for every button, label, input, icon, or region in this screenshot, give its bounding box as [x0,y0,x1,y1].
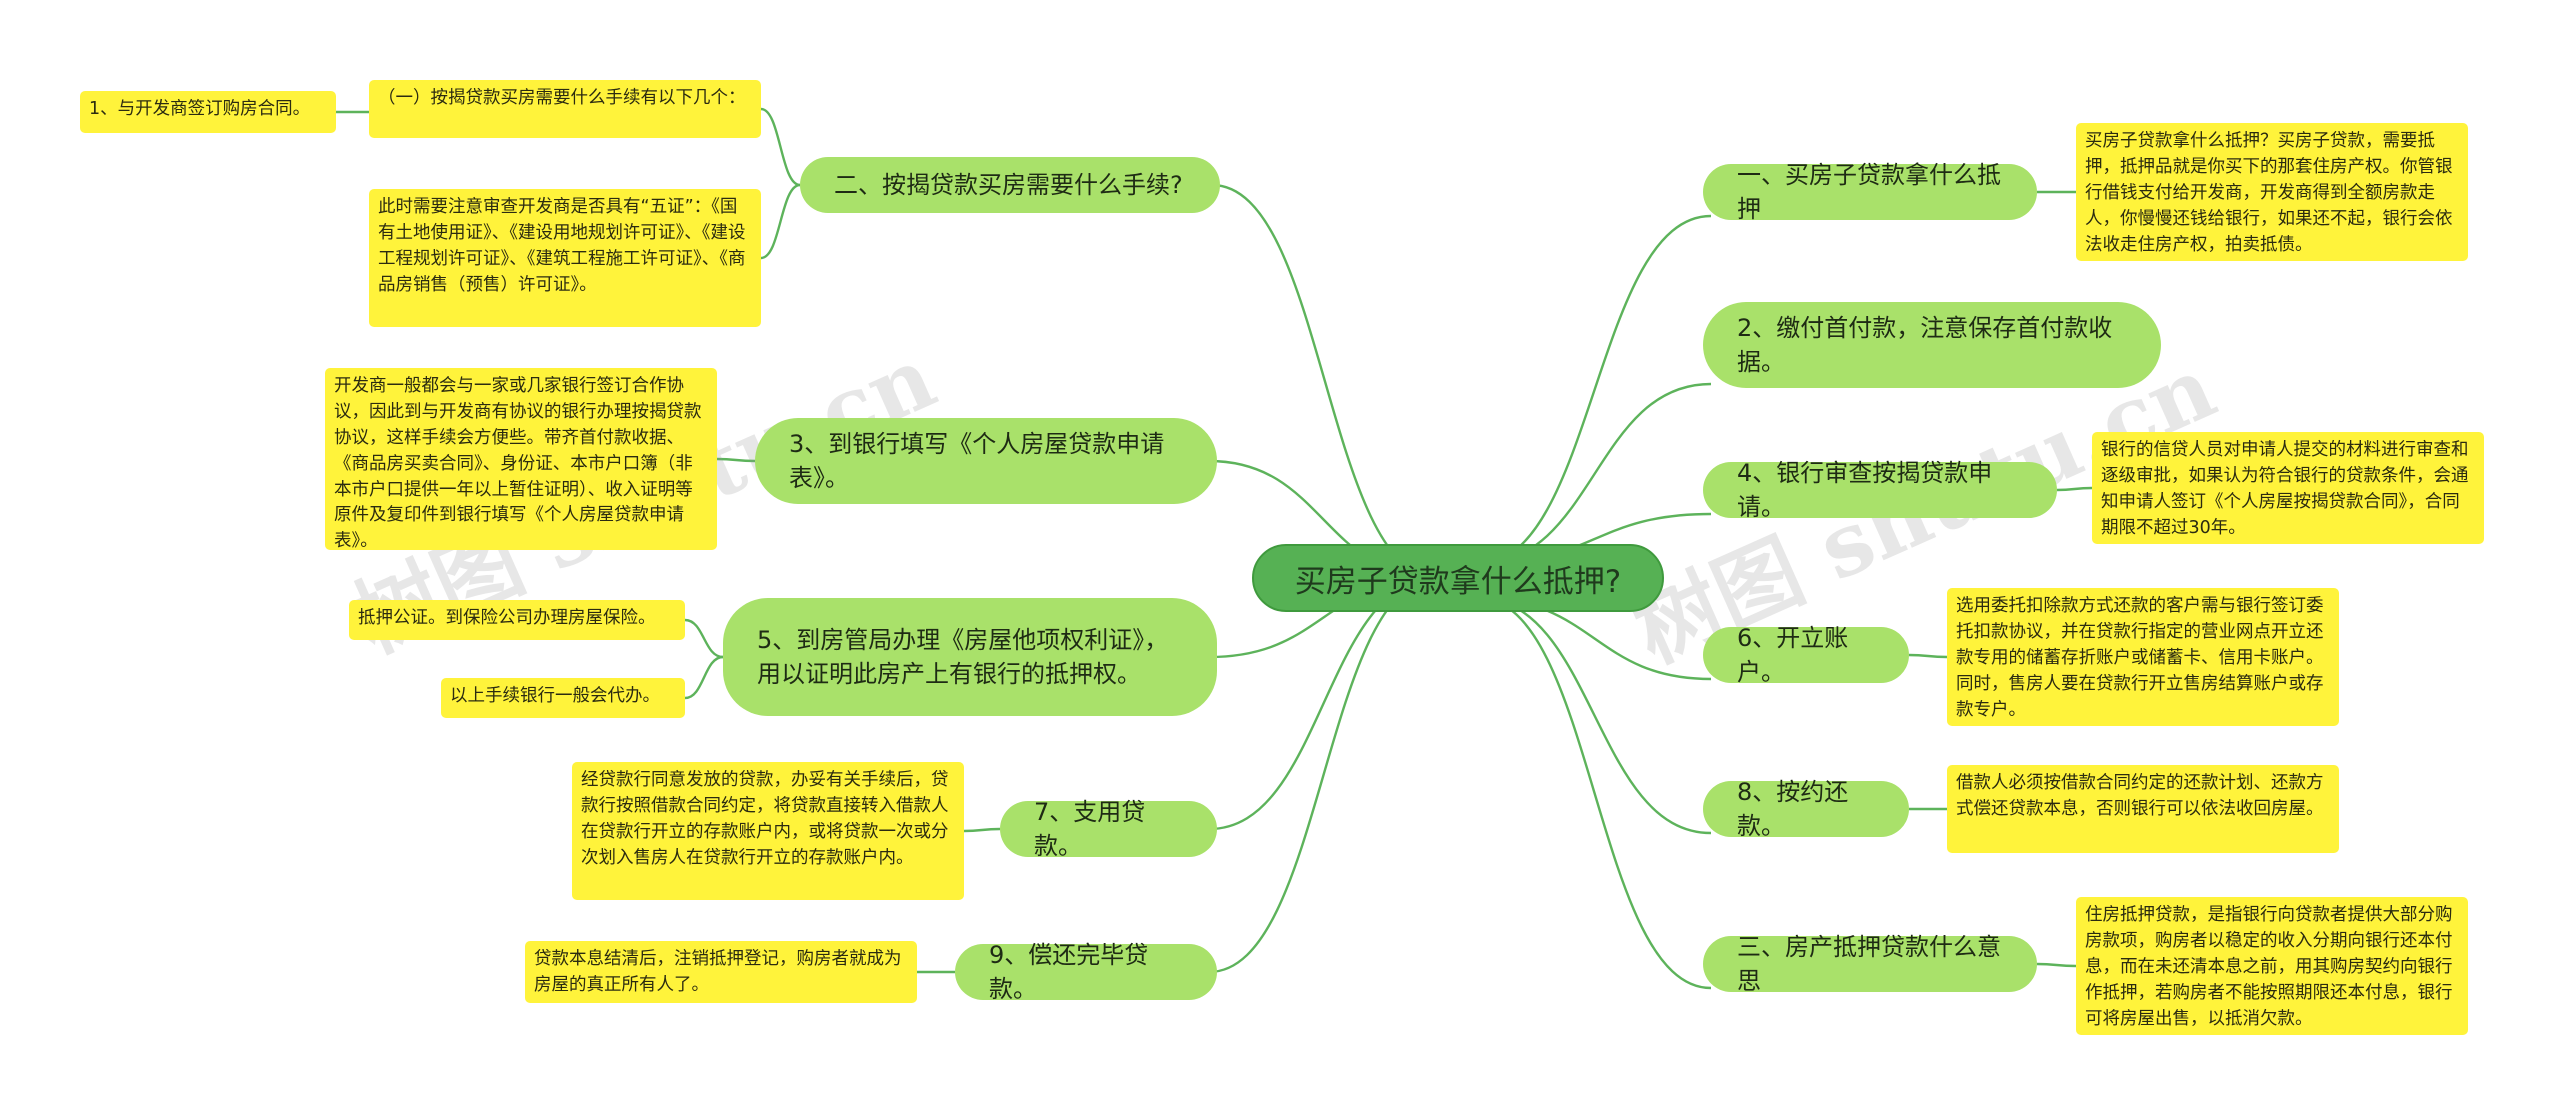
connector-branch-leaf-left-3 [716,457,756,463]
connector-branch-leaf-left-4 [684,618,724,659]
connector-branch-leaf-left-1 [760,107,801,187]
connector-root-left-1 [1211,183,1439,580]
branch-open-account[interactable]: 6、开立账户。 [1703,624,1909,686]
connector-branch-leaf-right-2 [2056,486,2093,492]
leaf-repayment-detail: 借款人必须按借款合同约定的还款计划、还款方式偿还贷款本息，否则银行可以依法收回房… [1947,765,2339,853]
branch-bank-review[interactable]: 4、银行审查按揭贷款申请。 [1703,459,2057,521]
branch-mortgage-meaning[interactable]: 三、房产抵押贷款什么意思 [1703,933,2037,995]
connector-root-left-4 [1208,576,1439,831]
leaf-loan-disbursement: 经贷款行同意发放的贷款，办妥有关手续后，贷款行按照借款合同约定，将贷款直接转入借… [572,762,964,900]
branch-property-rights-certificate[interactable]: 5、到房管局办理《房屋他项权利证》，用以证明此房产上有银行的抵押权。 [723,598,1217,716]
connector-root-left-5 [1208,576,1439,974]
leaf-bank-review-detail: 银行的信贷人员对申请人提交的材料进行审查和逐级审批，如果认为符合银行的贷款条件，… [2092,432,2484,544]
connector-branch-leaf-right-3 [1908,653,1948,659]
branch-repay-on-schedule[interactable]: 8、按约还款。 [1703,778,1909,840]
leaf-application-materials: 开发商一般都会与一家或几家银行签订合作协议，因此到与开发商有协议的银行办理按揭贷… [325,368,717,550]
connector-branch-leaf-left-5 [684,655,724,700]
branch-mortgage-collateral[interactable]: 一、买房子贷款拿什么抵押 [1703,161,2037,223]
connector-root-right-6 [1477,596,1712,990]
leaf-five-certificates: 此时需要注意审查开发商是否具有“五证”：《国有土地使用证》、《建设用地规划许可证… [369,189,761,327]
connector-root-right-5 [1477,596,1712,835]
leaf-sign-purchase-contract: 1、与开发商签订购房合同。 [80,91,336,133]
branch-loan-application-form[interactable]: 3、到银行填写《个人房屋贷款申请表》。 [755,418,1217,504]
leaf-mortgage-definition: 住房抵押贷款，是指银行向贷款者提供大部分购房款项，购房者以稳定的收入分期向银行还… [2076,897,2468,1035]
leaf-account-detail: 选用委托扣除款方式还款的客户需与银行签订委托扣款协议，并在贷款行指定的营业网点开… [1947,588,2339,726]
connector-root-right-2 [1477,382,1712,566]
branch-loan-paid-off[interactable]: 9、偿还完毕贷款。 [955,941,1217,1003]
connector-branch-leaf-left-2 [760,183,801,260]
leaf-bank-handles-procedures: 以上手续银行一般会代办。 [441,678,685,718]
leaf-collateral-explanation: 买房子贷款拿什么抵押？买房子贷款，需要抵押，抵押品就是你买下的那套住房产权。你管… [2076,123,2468,261]
root-topic[interactable]: 买房子贷款拿什么抵押? [1252,544,1664,612]
leaf-procedures-intro: （一）按揭贷款买房需要什么手续有以下几个： [369,80,761,138]
connector-branch-leaf-left-6 [963,827,1001,833]
branch-down-payment[interactable]: 2、缴付首付款，注意保存首付款收据。 [1703,302,2161,388]
leaf-release-mortgage: 贷款本息结清后，注销抵押登记，购房者就成为房屋的真正所有人了。 [525,941,917,1003]
connector-branch-leaf-right-5 [2036,962,2077,968]
leaf-notarization-insurance: 抵押公证。到保险公司办理房屋保险。 [349,600,685,640]
branch-mortgage-procedures[interactable]: 二、按揭贷款买房需要什么手续? [800,157,1220,213]
branch-use-loan[interactable]: 7、支用贷款。 [1000,798,1217,860]
